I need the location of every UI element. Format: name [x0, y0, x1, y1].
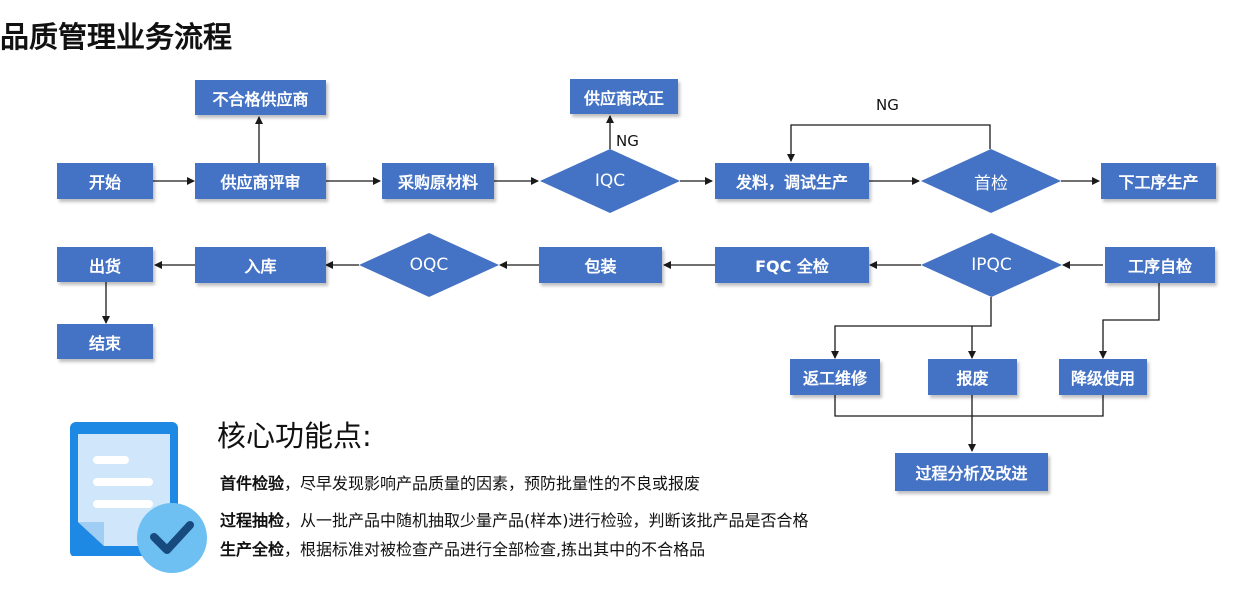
decision-iqc-label: IQC [594, 171, 626, 191]
feature-term: 首件检验 [220, 474, 285, 493]
node-process-analysis-improvement: 过程分析及改进 [895, 453, 1048, 491]
node-rework-repair: 返工维修 [790, 359, 880, 395]
arrow-first-inspection-ng-loop [787, 124, 991, 162]
feature-desc: ，从一批产品中随机抽取少量产品(样本)进行检验，判断该批产品是否合格 [284, 511, 809, 530]
feature-term: 过程抽检 [220, 511, 285, 530]
node-warehousing: 入库 [195, 247, 326, 283]
diamond-shape [921, 149, 1061, 213]
decision-first-inspection-label: 首检 [974, 173, 1008, 194]
node-issue-debug-production: 发料，调试生产 [715, 163, 869, 199]
decision-oqc-label: OQC [409, 255, 449, 275]
node-scrap: 报废 [928, 359, 1017, 395]
node-process-self-check: 工序自检 [1105, 247, 1215, 283]
node-downgrade-use: 降级使用 [1059, 359, 1147, 395]
node-packaging: 包装 [539, 247, 662, 283]
ng-label-iqc: NG [616, 132, 639, 150]
node-supplier-correction: 供应商改正 [570, 79, 678, 114]
decision-iqc: IQC [540, 149, 680, 213]
arrow-ipqc-to-rework [831, 297, 992, 359]
document-check-icon [70, 422, 207, 573]
node-shipping: 出货 [57, 247, 153, 282]
feature-first-article-inspection: 首件检验，尽早发现影响产品质量的因素，预防批量性的不良或报废 [220, 470, 700, 494]
node-end: 结束 [57, 324, 153, 359]
decision-oqc: OQC [359, 233, 499, 297]
arrow-self-check-to-downgrade [1099, 283, 1160, 359]
decision-first-inspection: 首检 [921, 149, 1061, 213]
ng-label-first-inspection: NG [876, 96, 899, 114]
decision-ipqc-label: IPQC [971, 255, 1012, 275]
core-features-heading: 核心功能点: [217, 419, 372, 453]
feature-full-production-inspection: 生产全检，根据标准对被检查产品进行全部检查,拣出其中的不合格品 [220, 536, 705, 560]
diamond-shape [359, 233, 499, 297]
feature-term: 生产全检 [220, 540, 285, 559]
feature-desc: ，根据标准对被检查产品进行全部检查,拣出其中的不合格品 [284, 540, 706, 559]
feature-process-sampling: 过程抽检，从一批产品中随机抽取少量产品(样本)进行检验，判断该批产品是否合格 [220, 507, 809, 531]
diamond-shape [540, 149, 680, 213]
decision-ipqc: IPQC [921, 233, 1062, 297]
diamond-shape [921, 233, 1062, 297]
feature-desc: ，尽早发现影响产品质量的因素，预防批量性的不良或报废 [284, 474, 701, 493]
merge-line [834, 395, 1104, 417]
page-title: 品质管理业务流程 [0, 20, 233, 54]
node-fqc-full-check: FQC 全检 [715, 247, 869, 283]
node-next-process-production: 下工序生产 [1101, 163, 1216, 199]
node-unqualified-supplier: 不合格供应商 [195, 80, 326, 115]
node-start: 开始 [57, 163, 153, 199]
node-supplier-review: 供应商评审 [195, 163, 326, 199]
node-purchase-materials: 采购原材料 [382, 163, 494, 199]
